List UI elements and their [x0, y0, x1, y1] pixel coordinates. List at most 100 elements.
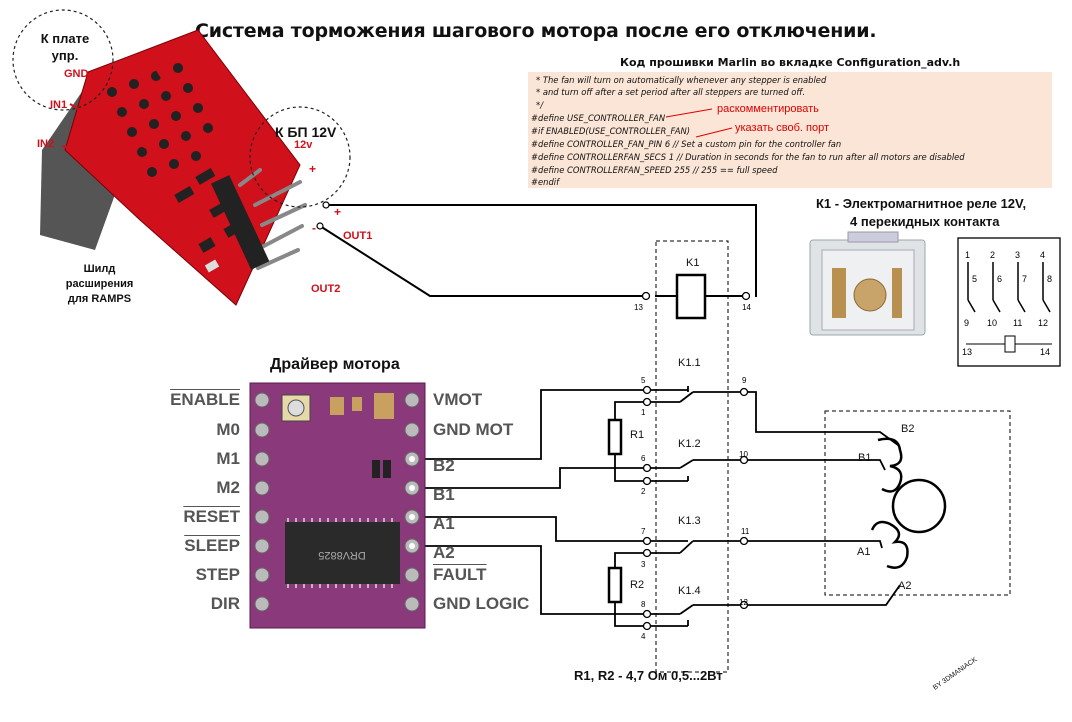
pin-gnd-logic: GND LOGIC — [433, 594, 530, 613]
relay-contacts — [649, 386, 742, 627]
svg-text:2: 2 — [641, 487, 646, 496]
psu-label: К БП 12V — [275, 124, 337, 140]
pin-m2: M2 — [216, 478, 240, 497]
motor-b2-label: B2 — [901, 423, 915, 435]
relay-pinout — [957, 237, 1061, 367]
svg-text:4: 4 — [1040, 250, 1045, 260]
svg-text:11: 11 — [741, 527, 750, 536]
motor-b1-label: B1 — [858, 452, 872, 464]
pin-fault: FAULT — [433, 565, 487, 584]
pin-step: STEP — [195, 565, 240, 584]
svg-text:4: 4 — [641, 632, 646, 641]
svg-text:13: 13 — [962, 347, 972, 357]
motor-rotor — [891, 478, 947, 534]
controller-bubble — [12, 9, 114, 111]
contact-label: K1.2 — [678, 438, 701, 450]
relay-title-2: 4 перекидных контакта — [850, 214, 1000, 229]
driver-title: Драйвер мотора — [270, 356, 400, 373]
port-pointer — [695, 127, 733, 138]
plus-sign: + — [309, 162, 317, 176]
code-line: * and turn off after a set period after … — [536, 87, 806, 97]
svg-text:11: 11 — [1013, 318, 1022, 328]
code-line: #define CONTROLLER_FAN_PIN 6 // Set a cu… — [531, 139, 842, 149]
gnd-label: GND — [64, 68, 89, 80]
code-line: #endif — [531, 177, 560, 187]
uncomment-note: раскомментировать — [717, 103, 819, 115]
motor-a2-label: A2 — [898, 580, 912, 592]
out1-label: OUT1 — [343, 230, 373, 242]
uncomment-pointer — [665, 108, 713, 118]
plus-sign: + — [334, 205, 342, 219]
pin-m0: M0 — [216, 420, 240, 439]
contact-numbers: 13 14 5 1 9 6 2 10 7 3 11 8 4 12 — [634, 303, 751, 641]
svg-text:12: 12 — [739, 598, 748, 607]
out2-label: OUT2 — [311, 283, 341, 295]
contact-label: K1.3 — [678, 515, 701, 527]
controller-label: К плате упр. — [40, 31, 90, 63]
code-line: #define CONTROLLERFAN_SPEED 255 // 255 =… — [531, 165, 778, 175]
minus-sign: - — [312, 221, 316, 235]
contact-label: K1.1 — [678, 357, 701, 369]
pin-b1: B1 — [433, 485, 455, 504]
motor-boundary — [824, 410, 1011, 596]
port-note: указать своб. порт — [735, 122, 830, 134]
code-heading: Код прошивки Marlin во вкладке Configura… — [620, 56, 961, 69]
pin-vmot: VMOT — [433, 390, 483, 409]
ramps-shield — [40, 29, 307, 306]
driver-chip-text: DRV8825 — [318, 549, 366, 561]
page-title: Система торможения шагового мотора после… — [195, 20, 877, 42]
psu-bubble — [249, 106, 351, 208]
psu-voltage: 12v — [294, 139, 313, 151]
svg-text:14: 14 — [742, 303, 751, 312]
svg-text:1: 1 — [641, 408, 646, 417]
in2-label: IN2 — [37, 138, 55, 150]
pin-enable: ENABLE — [170, 390, 240, 409]
code-line: #define CONTROLLERFAN_SECS 1 // Duration… — [531, 152, 965, 162]
pin-a2: A2 — [433, 543, 455, 562]
svg-text:7: 7 — [1022, 274, 1027, 284]
coil-label: K1 — [686, 257, 700, 269]
shield-caption: Шилд расширения для RAMPS — [65, 263, 134, 305]
svg-text:3: 3 — [1015, 250, 1020, 260]
contact-label: K1.4 — [678, 585, 701, 597]
relay-photo — [809, 231, 926, 336]
resistor-spec: R1, R2 - 4,7 Ом 0,5...2Вт — [574, 668, 723, 683]
svg-text:10: 10 — [987, 318, 997, 328]
pinout-numbers: 1 2 3 4 5 6 7 8 9 10 11 12 13 14 — [962, 250, 1052, 357]
motor-a1-label: A1 — [857, 546, 871, 558]
svg-text:8: 8 — [641, 600, 646, 609]
svg-text:13: 13 — [634, 303, 643, 312]
code-line: * The fan will turn on automatically whe… — [536, 75, 827, 85]
motor-coil-b — [877, 437, 903, 493]
svg-text:2: 2 — [990, 250, 995, 260]
svg-text:8: 8 — [1047, 274, 1052, 284]
motor-coil-a — [870, 520, 909, 569]
svg-text:3: 3 — [641, 560, 646, 569]
pin-a1: A1 — [433, 514, 455, 533]
resistor-r1 — [607, 418, 623, 456]
r2-label: R2 — [630, 579, 645, 591]
relay-title-1: К1 - Электромагнитное реле 12V, — [816, 196, 1027, 211]
code-line: */ — [536, 100, 544, 110]
relay-boundary — [655, 240, 729, 673]
svg-text:14: 14 — [1040, 347, 1050, 357]
code-line: #if ENABLED(USE_CONTROLLER_FAN) — [531, 126, 691, 136]
svg-text:6: 6 — [641, 454, 646, 463]
pin-m1: M1 — [216, 449, 240, 468]
relay-coil — [675, 273, 707, 320]
minus-sign: - — [282, 140, 286, 154]
svg-text:12: 12 — [1038, 318, 1048, 328]
pin-sleep: SLEEP — [184, 536, 240, 555]
code-line: #define USE_CONTROLLER_FAN — [531, 113, 666, 123]
svg-text:7: 7 — [641, 527, 646, 536]
svg-text:5: 5 — [972, 274, 977, 284]
code-block: * The fan will turn on automatically whe… — [528, 72, 1052, 188]
svg-text:9: 9 — [742, 376, 747, 385]
r1-label: R1 — [630, 429, 645, 441]
driver-board: DRV8825 — [249, 382, 426, 629]
pin-reset: RESET — [183, 507, 240, 526]
pin-b2: B2 — [433, 456, 455, 475]
svg-text:6: 6 — [997, 274, 1002, 284]
svg-text:1: 1 — [965, 250, 970, 260]
